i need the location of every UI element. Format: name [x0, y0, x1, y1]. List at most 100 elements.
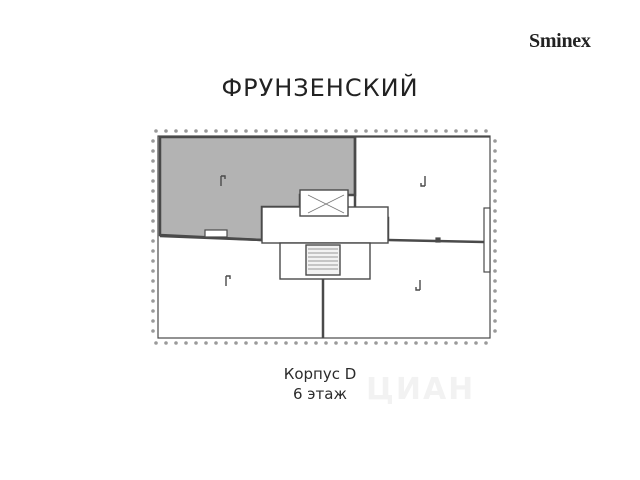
brand-logo: Sminex [529, 30, 591, 52]
facade-dot [434, 129, 438, 133]
facade-dot [151, 289, 155, 293]
facade-dot [294, 129, 298, 133]
facade-dot [151, 329, 155, 333]
facade-dot [493, 279, 497, 283]
facade-dot [164, 341, 168, 345]
facade-dot [493, 329, 497, 333]
facade-dot [154, 129, 158, 133]
facade-dot [394, 129, 398, 133]
facade-dot [151, 229, 155, 233]
facade-dot [384, 341, 388, 345]
facade-dot [264, 129, 268, 133]
facade-dot [184, 129, 188, 133]
facade-dot [404, 129, 408, 133]
facade-dot [384, 129, 388, 133]
facade-dot [354, 129, 358, 133]
staircase [307, 194, 345, 270]
facade-dot [284, 129, 288, 133]
facade-dot [344, 341, 348, 345]
facade-dot [493, 259, 497, 263]
facade-dot [174, 341, 178, 345]
facade-dot [414, 129, 418, 133]
facade-dot [464, 341, 468, 345]
facade-dot [151, 299, 155, 303]
facade-dot [304, 341, 308, 345]
facade-dot [254, 341, 258, 345]
facade-dot [204, 129, 208, 133]
facade-dot [151, 279, 155, 283]
facade-dot [464, 129, 468, 133]
facade-dot [214, 129, 218, 133]
facade-dot [154, 341, 158, 345]
facade-dot [304, 129, 308, 133]
facade-dot [493, 309, 497, 313]
facade-dot [424, 129, 428, 133]
facade-dot [264, 341, 268, 345]
facade-dot [493, 189, 497, 193]
facade-dot [493, 229, 497, 233]
facade-dot [294, 341, 298, 345]
wall-details [204, 207, 491, 273]
floor-label: 6 этаж [293, 385, 347, 403]
facade-dot [234, 129, 238, 133]
facade-dot [404, 341, 408, 345]
facade-dot [334, 341, 338, 345]
facade-dot [151, 239, 155, 243]
page-title: ФРУНЗЕНСКИЙ [221, 74, 419, 102]
facade-dot [424, 341, 428, 345]
facade-dot [224, 341, 228, 345]
facade-dot [194, 129, 198, 133]
facade-dot [493, 269, 497, 273]
facade-dot [444, 129, 448, 133]
facade-dot [493, 299, 497, 303]
facade-dot [174, 129, 178, 133]
facade-dot [493, 179, 497, 183]
facade-dot [493, 289, 497, 293]
building-label: Корпус D [283, 365, 357, 383]
riser-markers [220, 175, 426, 291]
facade-dot [493, 139, 497, 143]
facade-dot [274, 129, 278, 133]
facade-dot [244, 341, 248, 345]
facade-dot [151, 199, 155, 203]
facade-dot [354, 341, 358, 345]
facade-dot [314, 129, 318, 133]
watermark-text: ЦИАН [366, 372, 476, 407]
facade-dot [434, 341, 438, 345]
facade-dot [224, 129, 228, 133]
facade-dot [454, 341, 458, 345]
facade-dot [414, 341, 418, 345]
facade-dot [274, 341, 278, 345]
facade-dot [254, 129, 258, 133]
facade-dot [151, 159, 155, 163]
facade-dot [493, 319, 497, 323]
facade-dot [474, 129, 478, 133]
facade-dot [194, 341, 198, 345]
facade-dot [214, 341, 218, 345]
facade-dot [394, 341, 398, 345]
facade-dot [493, 169, 497, 173]
facade-dot [493, 199, 497, 203]
facade-dot [444, 341, 448, 345]
facade-dot [151, 249, 155, 253]
facade-dot [151, 179, 155, 183]
facade-dot [484, 129, 488, 133]
facade-dot [284, 341, 288, 345]
facade-dot [374, 129, 378, 133]
facade-dot [493, 149, 497, 153]
facade-dot [184, 341, 188, 345]
facade-dot [244, 129, 248, 133]
facade-dot [204, 341, 208, 345]
facade-dot [151, 169, 155, 173]
facade-dot [324, 341, 328, 345]
facade-dot [493, 249, 497, 253]
facade-dot [234, 341, 238, 345]
floor-caption: Корпус D 6 этаж [0, 364, 640, 404]
facade-dot [374, 341, 378, 345]
facade-dot [364, 129, 368, 133]
facade-dot [151, 259, 155, 263]
facade-dot [151, 149, 155, 153]
facade-dot [151, 219, 155, 223]
facade-dot [454, 129, 458, 133]
